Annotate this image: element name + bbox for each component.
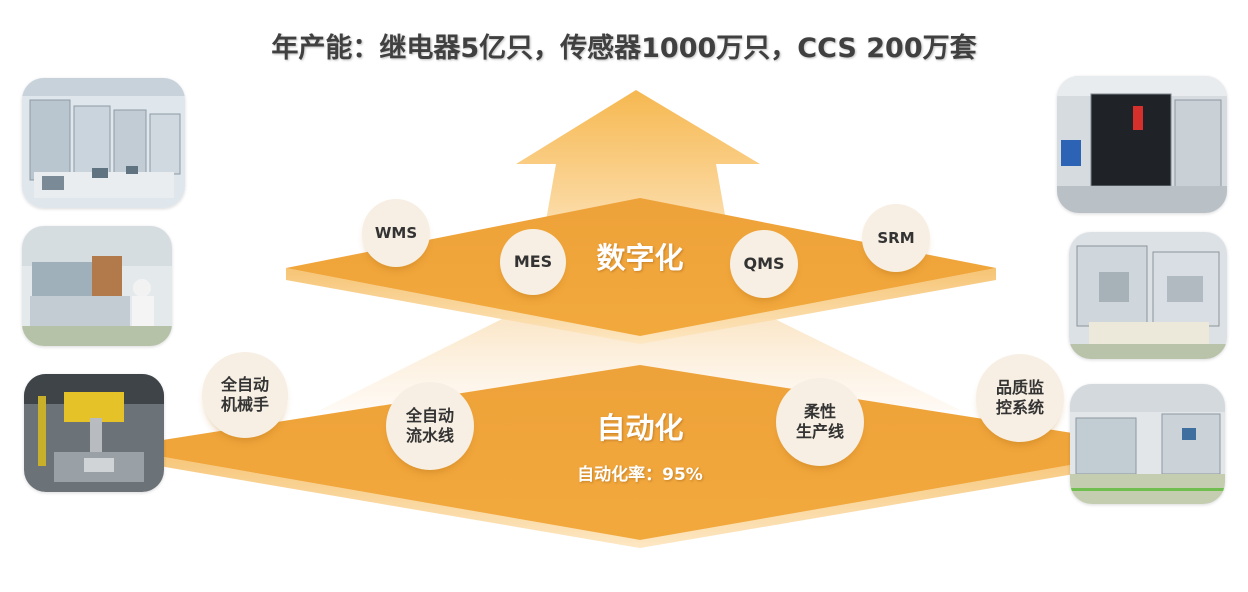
auto-line-line2: 流水线 <box>405 426 454 445</box>
lower-layer-face <box>112 365 1168 540</box>
automation-rate-text: 自动化率：95% <box>577 465 703 485</box>
factory-workers-assembly-photo <box>22 226 172 346</box>
mes-circle: MES <box>500 229 566 295</box>
auto-line-line1: 全自动 <box>405 406 454 425</box>
qms-circle: QMS <box>730 230 798 298</box>
auto-robot-line1: 全自动 <box>220 375 269 394</box>
wms-circle: WMS <box>362 199 430 267</box>
quality-monitor-circle: 品质监 控系统 <box>976 354 1064 442</box>
flexible-line-line1: 柔性 <box>803 402 836 421</box>
upper-layer-title: 数字化 <box>596 241 684 275</box>
upper-layer-face <box>286 198 996 336</box>
quality-monitor-line1: 品质监 <box>995 378 1044 397</box>
workshop-aisle-photo <box>1070 384 1225 504</box>
auto-robot-circle: 全自动 机械手 <box>202 352 288 438</box>
srm-label: SRM <box>877 228 915 247</box>
qms-label: QMS <box>743 254 785 273</box>
quality-monitor-line2: 控系统 <box>995 398 1044 417</box>
factory-production-line-photo <box>22 78 185 208</box>
flexible-line-circle: 柔性 生产线 <box>776 378 864 466</box>
automated-enclosure-machine-photo <box>1057 76 1227 213</box>
lower-layer-title: 自动化 <box>596 411 684 445</box>
auto-line-circle: 全自动 流水线 <box>386 382 474 470</box>
capacity-headline: 年产能：继电器5亿只，传感器1000万只，CCS 200万套 <box>271 33 977 64</box>
mes-label: MES <box>513 252 553 271</box>
wms-label: WMS <box>374 223 418 242</box>
auto-robot-line2: 机械手 <box>220 395 269 414</box>
glass-enclosure-equipment-photo <box>1069 232 1227 359</box>
srm-circle: SRM <box>862 204 930 272</box>
robotic-arm-station-photo <box>24 374 164 492</box>
flexible-line-line2: 生产线 <box>795 422 844 441</box>
